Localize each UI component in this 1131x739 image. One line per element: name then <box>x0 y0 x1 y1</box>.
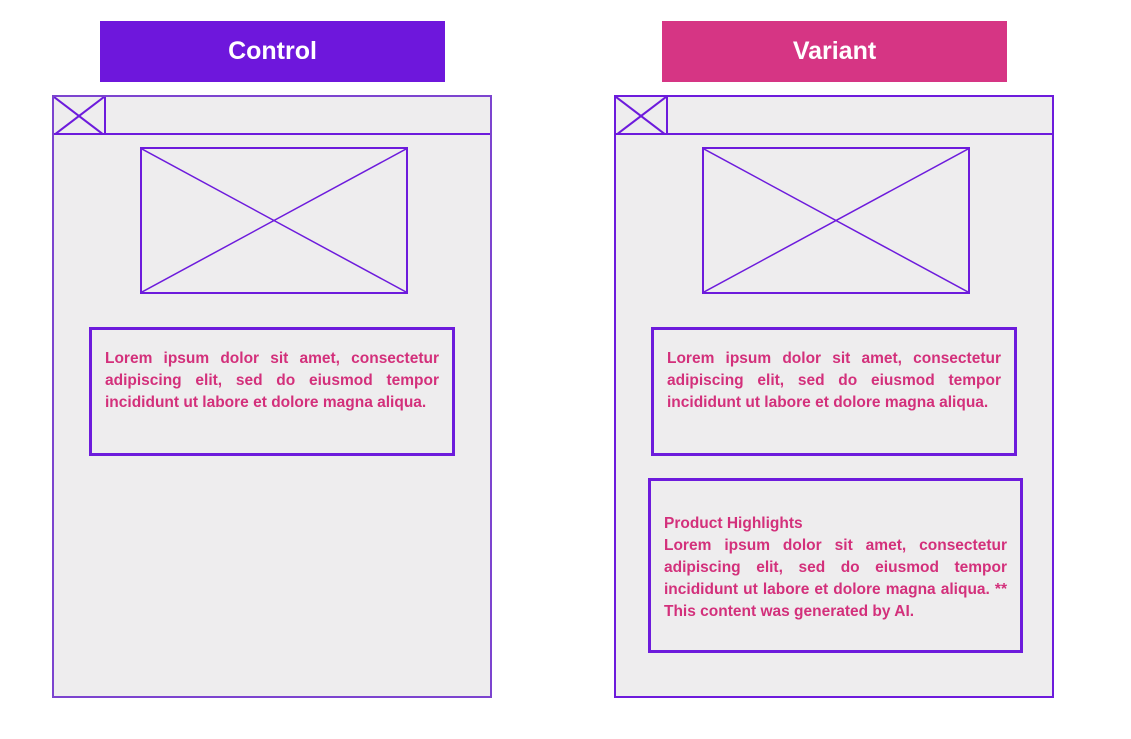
control-description-text: Lorem ipsum dolor sit amet, consectetur … <box>105 350 439 411</box>
image-placeholder-icon <box>54 97 106 135</box>
control-description-box: Lorem ipsum dolor sit amet, consectetur … <box>89 327 455 456</box>
product-highlights-box: Product Highlights Lorem ipsum dolor sit… <box>648 478 1023 653</box>
variant-hero-image-placeholder <box>702 147 970 294</box>
product-highlights-title: Product Highlights <box>664 515 803 532</box>
control-wireframe: Lorem ipsum dolor sit amet, consectetur … <box>52 95 492 698</box>
control-label: Control <box>100 21 445 82</box>
control-hero-image-placeholder <box>140 147 408 294</box>
variant-top-bar <box>616 97 1052 135</box>
variant-label: Variant <box>662 21 1007 82</box>
control-label-text: Control <box>228 37 317 65</box>
variant-description-box: Lorem ipsum dolor sit amet, consectetur … <box>651 327 1017 456</box>
variant-description-text: Lorem ipsum dolor sit amet, consectetur … <box>667 350 1001 411</box>
product-highlights-text: Lorem ipsum dolor sit amet, consectetur … <box>664 537 1007 620</box>
variant-wireframe: Lorem ipsum dolor sit amet, consectetur … <box>614 95 1054 698</box>
image-placeholder-icon <box>616 97 668 135</box>
control-top-bar <box>54 97 490 135</box>
variant-label-text: Variant <box>792 37 877 65</box>
